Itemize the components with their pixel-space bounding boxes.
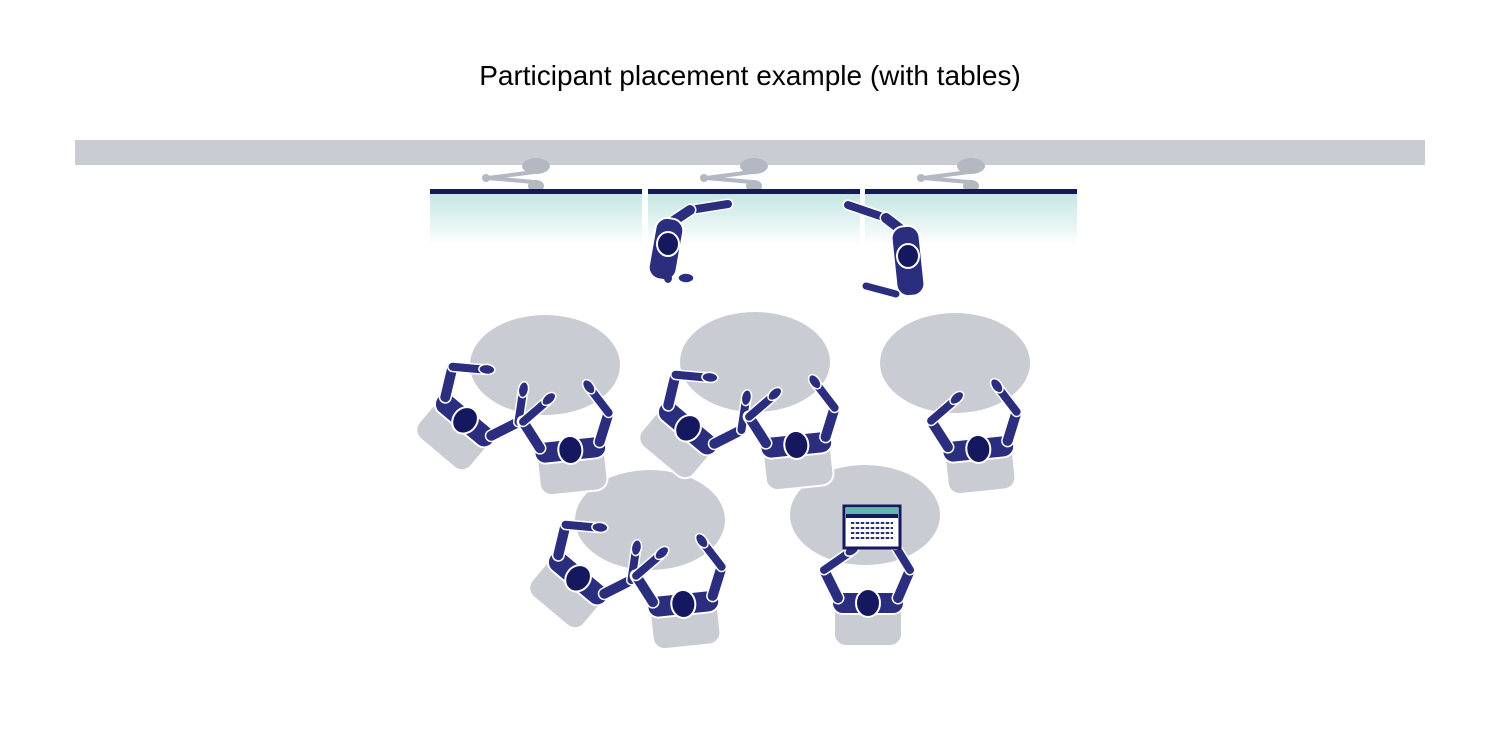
diagram-title: Participant placement example (with tabl… bbox=[479, 60, 1021, 91]
round-table-icon bbox=[680, 312, 830, 412]
projection-screen-icon bbox=[430, 189, 642, 245]
participant-icon bbox=[842, 199, 926, 299]
round-table-icon bbox=[470, 315, 620, 415]
participant-icon bbox=[647, 198, 734, 284]
round-table-icon bbox=[575, 470, 725, 570]
laptop-icon bbox=[842, 504, 902, 550]
